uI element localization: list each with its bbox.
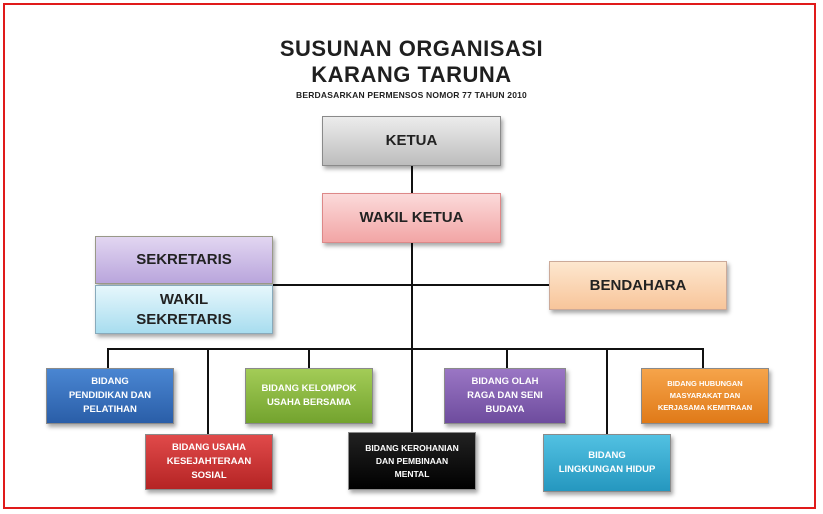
bidang-label: KESEJAHTERAAN [166, 456, 252, 467]
bidang-label: PENDIDIKAN DAN [68, 390, 152, 401]
bidang-label: RAGA DAN SENI [467, 390, 543, 401]
connector-ketua-wakil [411, 166, 413, 193]
bidang-kerohanian-box: BIDANG KEROHANIAN DAN PEMBINAAN MENTAL [348, 432, 476, 490]
bidang-label: LINGKUNGAN HIDUP [558, 464, 656, 475]
connector-drop-1 [107, 348, 109, 368]
sekretaris-label: SEKRETARIS [136, 251, 232, 268]
bidang-label: USAHA BERSAMA [266, 397, 352, 408]
bidang-olah-raga-box: BIDANG OLAH RAGA DAN SENI BUDAYA [444, 368, 566, 424]
page-frame [3, 3, 816, 509]
bidang-label: MASYARAKAT DAN [669, 391, 741, 400]
ketua-label: KETUA [385, 132, 438, 149]
sekretaris-box: SEKRETARIS [95, 236, 273, 284]
bidang-label: BIDANG KEROHANIAN [365, 442, 459, 453]
bendahara-box: BENDAHARA [549, 261, 727, 310]
title-line-2: KARANG TARUNA [311, 62, 512, 87]
wakil-ketua-box: WAKIL KETUA [322, 193, 501, 243]
bidang-label: DAN PEMBINAAN [375, 455, 449, 466]
bidang-label: BIDANG KELOMPOK [261, 383, 357, 394]
bidang-label: SOSIAL [191, 470, 227, 481]
bidang-label: BIDANG [91, 376, 129, 387]
bidang-label: BIDANG HUBUNGAN [667, 379, 743, 388]
connector-drop-2 [207, 348, 209, 434]
bidang-label: BIDANG OLAH [471, 376, 539, 387]
connector-drop-5 [506, 348, 508, 368]
bidang-lingkungan-box: BIDANG LINGKUNGAN HIDUP [543, 434, 671, 492]
bidang-label: BUDAYA [485, 404, 525, 415]
bidang-label: PELATIHAN [83, 404, 137, 415]
bidang-hubungan-box: BIDANG HUBUNGAN MASYARAKAT DAN KERJASAMA… [641, 368, 769, 424]
connector-drop-4 [411, 348, 413, 432]
wakil-sekretaris-box: WAKIL SEKRETARIS [95, 285, 273, 334]
connector-drop-6 [606, 348, 608, 434]
bidang-label: BIDANG [588, 450, 626, 461]
bidang-label: MENTAL [394, 468, 430, 479]
bidang-label: BIDANG USAHA [172, 442, 246, 453]
wakil-sekretaris-label-2: SEKRETARIS [136, 310, 232, 328]
connector-drop-3 [308, 348, 310, 368]
title-line-1: SUSUNAN ORGANISASI [279, 36, 544, 61]
wakil-ketua-label: WAKIL KETUA [359, 209, 464, 226]
wakil-sekretaris-label-1: WAKIL [159, 290, 209, 308]
connector-main-trunk [411, 243, 413, 350]
bidang-pendidikan-box: BIDANG PENDIDIKAN DAN PELATIHAN [46, 368, 174, 424]
connector-drop-7 [702, 348, 704, 368]
subtitle: BERDASARKAN PERMENSOS NOMOR 77 TAHUN 201… [296, 90, 527, 100]
bidang-kelompok-usaha-box: BIDANG KELOMPOK USAHA BERSAMA [245, 368, 373, 424]
bendahara-label: BENDAHARA [589, 276, 687, 294]
connector-bidang-bus [107, 348, 703, 350]
bidang-label: KERJASAMA KEMITRAAN [657, 403, 753, 412]
connector-sekretaris-bendahara [273, 284, 549, 286]
ketua-box: KETUA [322, 116, 501, 166]
bidang-usaha-kesejahteraan-box: BIDANG USAHA KESEJAHTERAAN SOSIAL [145, 434, 273, 490]
